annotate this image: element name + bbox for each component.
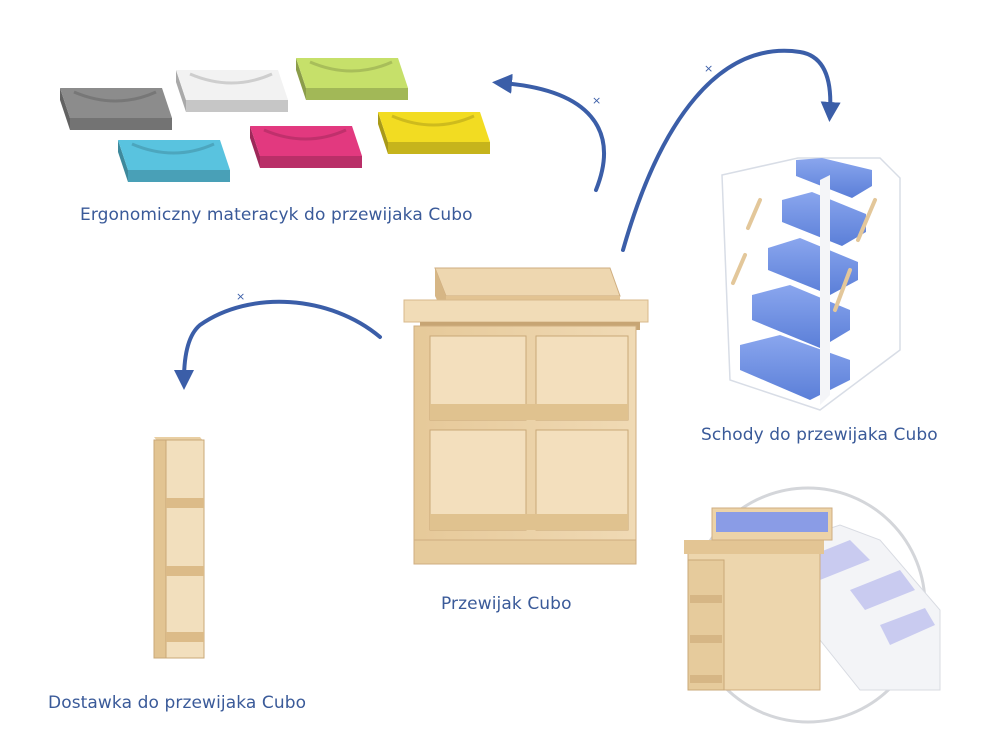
mattress-grey xyxy=(60,88,172,130)
combined-set-image xyxy=(684,486,941,724)
mattress-lime xyxy=(296,58,408,100)
caption-stairs: Schody do przewijaka Cubo xyxy=(701,425,938,445)
caption-changer: Przewijak Cubo xyxy=(441,594,572,614)
svg-text:×: × xyxy=(236,290,245,303)
arrow-to-mattress: × xyxy=(492,73,606,192)
mattress-pink xyxy=(250,126,362,168)
svg-text:×: × xyxy=(704,62,713,75)
stairs-image xyxy=(721,157,901,411)
mattress-white xyxy=(176,70,288,112)
addon-shelf-image xyxy=(153,437,205,659)
svg-text:×: × xyxy=(592,94,601,107)
changing-table-image xyxy=(403,267,649,565)
arrow-to-stairs: × xyxy=(621,48,841,252)
mattress-group xyxy=(60,58,490,182)
arrow-to-addon: × xyxy=(174,290,382,390)
caption-addon: Dostawka do przewijaka Cubo xyxy=(48,693,307,713)
caption-mattress: Ergonomiczny materacyk do przewijaka Cub… xyxy=(80,205,473,225)
mattress-cyan xyxy=(118,140,230,182)
mattress-yellow xyxy=(378,112,490,154)
